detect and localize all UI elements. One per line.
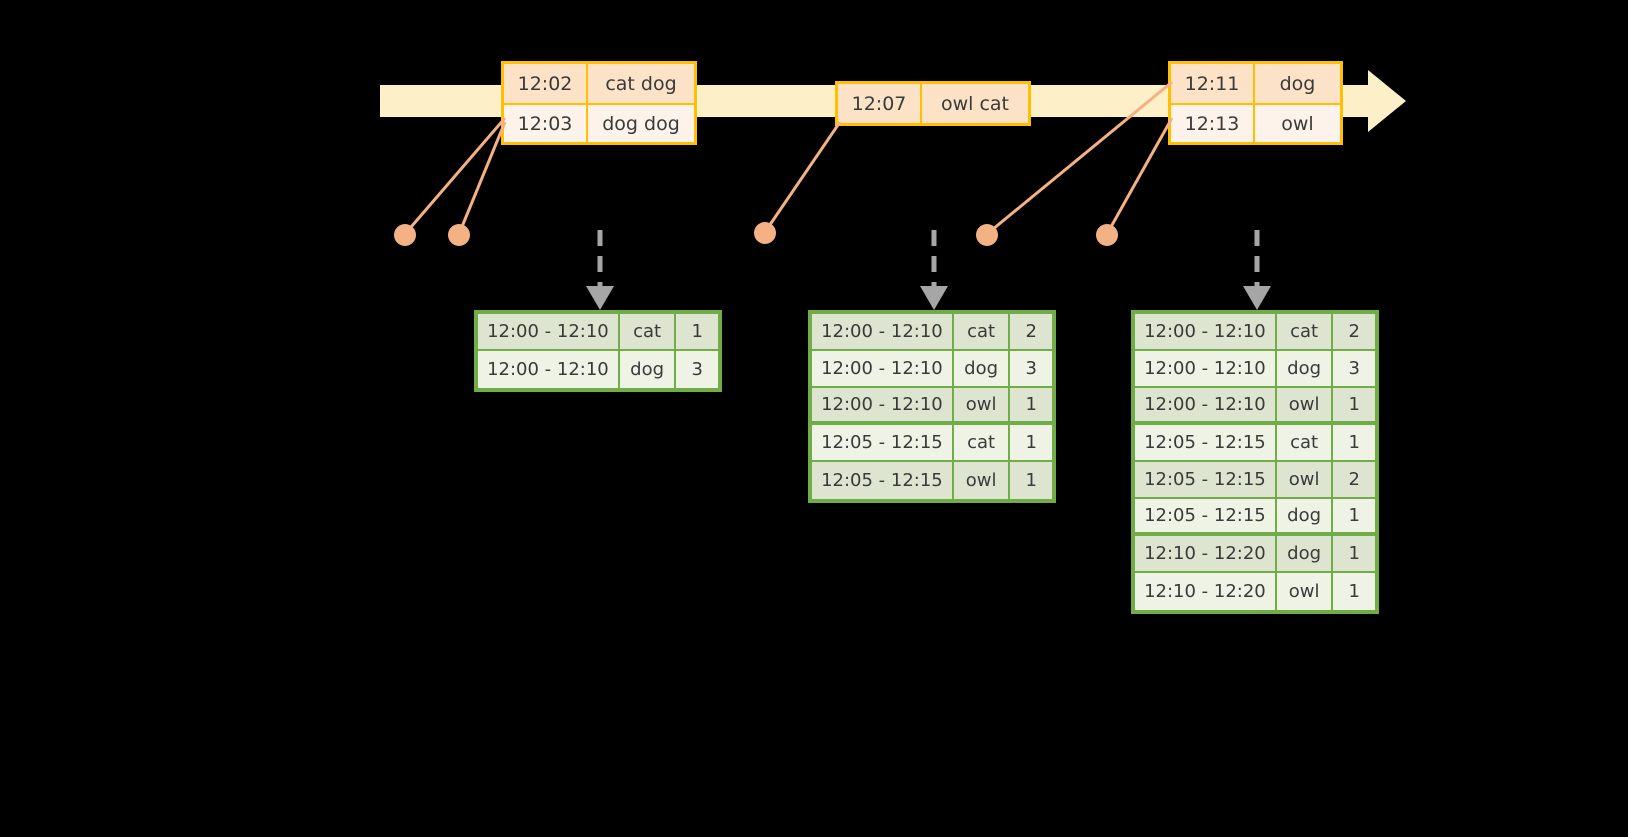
event-words: owl bbox=[1281, 112, 1314, 135]
window-cell: 12:00 - 12:10 bbox=[812, 388, 954, 421]
count-cell: 1 bbox=[1025, 470, 1037, 491]
event-time: 12:02 bbox=[504, 64, 588, 103]
event-words: cat dog bbox=[605, 72, 677, 95]
window-cell: 12:00 - 12:10 bbox=[478, 351, 620, 388]
window-cell: 12:00 - 12:10 bbox=[478, 314, 620, 349]
window-cell: 12:10 - 12:20 bbox=[1135, 573, 1277, 610]
timeline-arrow-head bbox=[1368, 70, 1406, 132]
event-group-1[interactable]: 12:02 cat dog 12:03 dog dog bbox=[501, 61, 697, 145]
key-cell: dog bbox=[1277, 499, 1334, 532]
event-row: 12:02 cat dog bbox=[504, 64, 694, 103]
key-cell: cat bbox=[954, 425, 1011, 460]
window-cell: 12:00 - 12:10 bbox=[1135, 351, 1277, 386]
window-cell: 12:10 - 12:20 bbox=[1135, 536, 1277, 571]
key-cell: dog bbox=[1277, 536, 1334, 571]
event-time: 12:07 bbox=[838, 84, 922, 123]
key-cell: dog bbox=[1277, 351, 1334, 386]
count-cell: 3 bbox=[691, 359, 703, 380]
key-cell: owl bbox=[1277, 573, 1334, 610]
window-cell: 12:00 - 12:10 bbox=[812, 351, 954, 386]
event-words: owl cat bbox=[940, 92, 1010, 115]
key-cell: owl bbox=[1277, 388, 1334, 421]
count-cell: 1 bbox=[1025, 394, 1037, 415]
event-row: 12:07 owl cat bbox=[838, 84, 1028, 123]
count-cell: 1 bbox=[1348, 581, 1360, 602]
event-time: 12:11 bbox=[1171, 64, 1255, 103]
event-group-3[interactable]: 12:11 dog 12:13 owl bbox=[1168, 61, 1343, 145]
connector-dot bbox=[754, 222, 776, 244]
window-cell: 12:00 - 12:10 bbox=[1135, 388, 1277, 421]
connector-dot bbox=[448, 224, 470, 246]
key-cell: dog bbox=[954, 351, 1011, 386]
connector-dot bbox=[1096, 224, 1118, 246]
event-time: 12:13 bbox=[1171, 105, 1255, 142]
count-cell: 2 bbox=[1348, 469, 1360, 490]
event-words: dog bbox=[1279, 72, 1316, 95]
event-time: 12:03 bbox=[504, 105, 588, 142]
dashed-down-arrow bbox=[1243, 230, 1271, 310]
window-cell: 12:05 - 12:15 bbox=[812, 462, 954, 499]
key-cell: cat bbox=[620, 314, 677, 349]
key-cell: owl bbox=[954, 388, 1011, 421]
count-cell: 1 bbox=[1348, 394, 1360, 415]
connector-dot bbox=[394, 224, 416, 246]
event-row: 12:13 owl bbox=[1171, 103, 1340, 142]
window-cell: 12:05 - 12:15 bbox=[1135, 462, 1277, 497]
count-cell: 1 bbox=[1348, 432, 1360, 453]
window-cell: 12:00 - 12:10 bbox=[812, 314, 954, 349]
key-cell: dog bbox=[620, 351, 677, 388]
key-cell: cat bbox=[1277, 314, 1334, 349]
count-cell: 3 bbox=[1025, 358, 1037, 379]
window-cell: 12:05 - 12:15 bbox=[1135, 499, 1277, 532]
event-row: 12:03 dog dog bbox=[504, 103, 694, 142]
count-cell: 1 bbox=[1348, 543, 1360, 564]
dashed-down-arrow bbox=[920, 230, 948, 310]
window-cell: 12:00 - 12:10 bbox=[1135, 314, 1277, 349]
count-cell: 2 bbox=[1348, 321, 1360, 342]
count-cell: 2 bbox=[1025, 321, 1037, 342]
key-cell: cat bbox=[954, 314, 1011, 349]
event-words: dog dog bbox=[602, 112, 680, 135]
key-cell: owl bbox=[954, 462, 1011, 499]
dashed-down-arrow bbox=[586, 230, 614, 310]
window-cell: 12:05 - 12:15 bbox=[1135, 425, 1277, 460]
event-row: 12:11 dog bbox=[1171, 64, 1340, 103]
count-cell: 1 bbox=[691, 321, 703, 342]
key-cell: cat bbox=[1277, 425, 1334, 460]
count-cell: 1 bbox=[1348, 505, 1360, 526]
key-cell: owl bbox=[1277, 462, 1334, 497]
count-cell: 1 bbox=[1025, 432, 1037, 453]
connector-dot bbox=[976, 224, 998, 246]
window-cell: 12:05 - 12:15 bbox=[812, 425, 954, 460]
event-group-2[interactable]: 12:07 owl cat bbox=[835, 81, 1031, 126]
count-cell: 3 bbox=[1348, 358, 1360, 379]
